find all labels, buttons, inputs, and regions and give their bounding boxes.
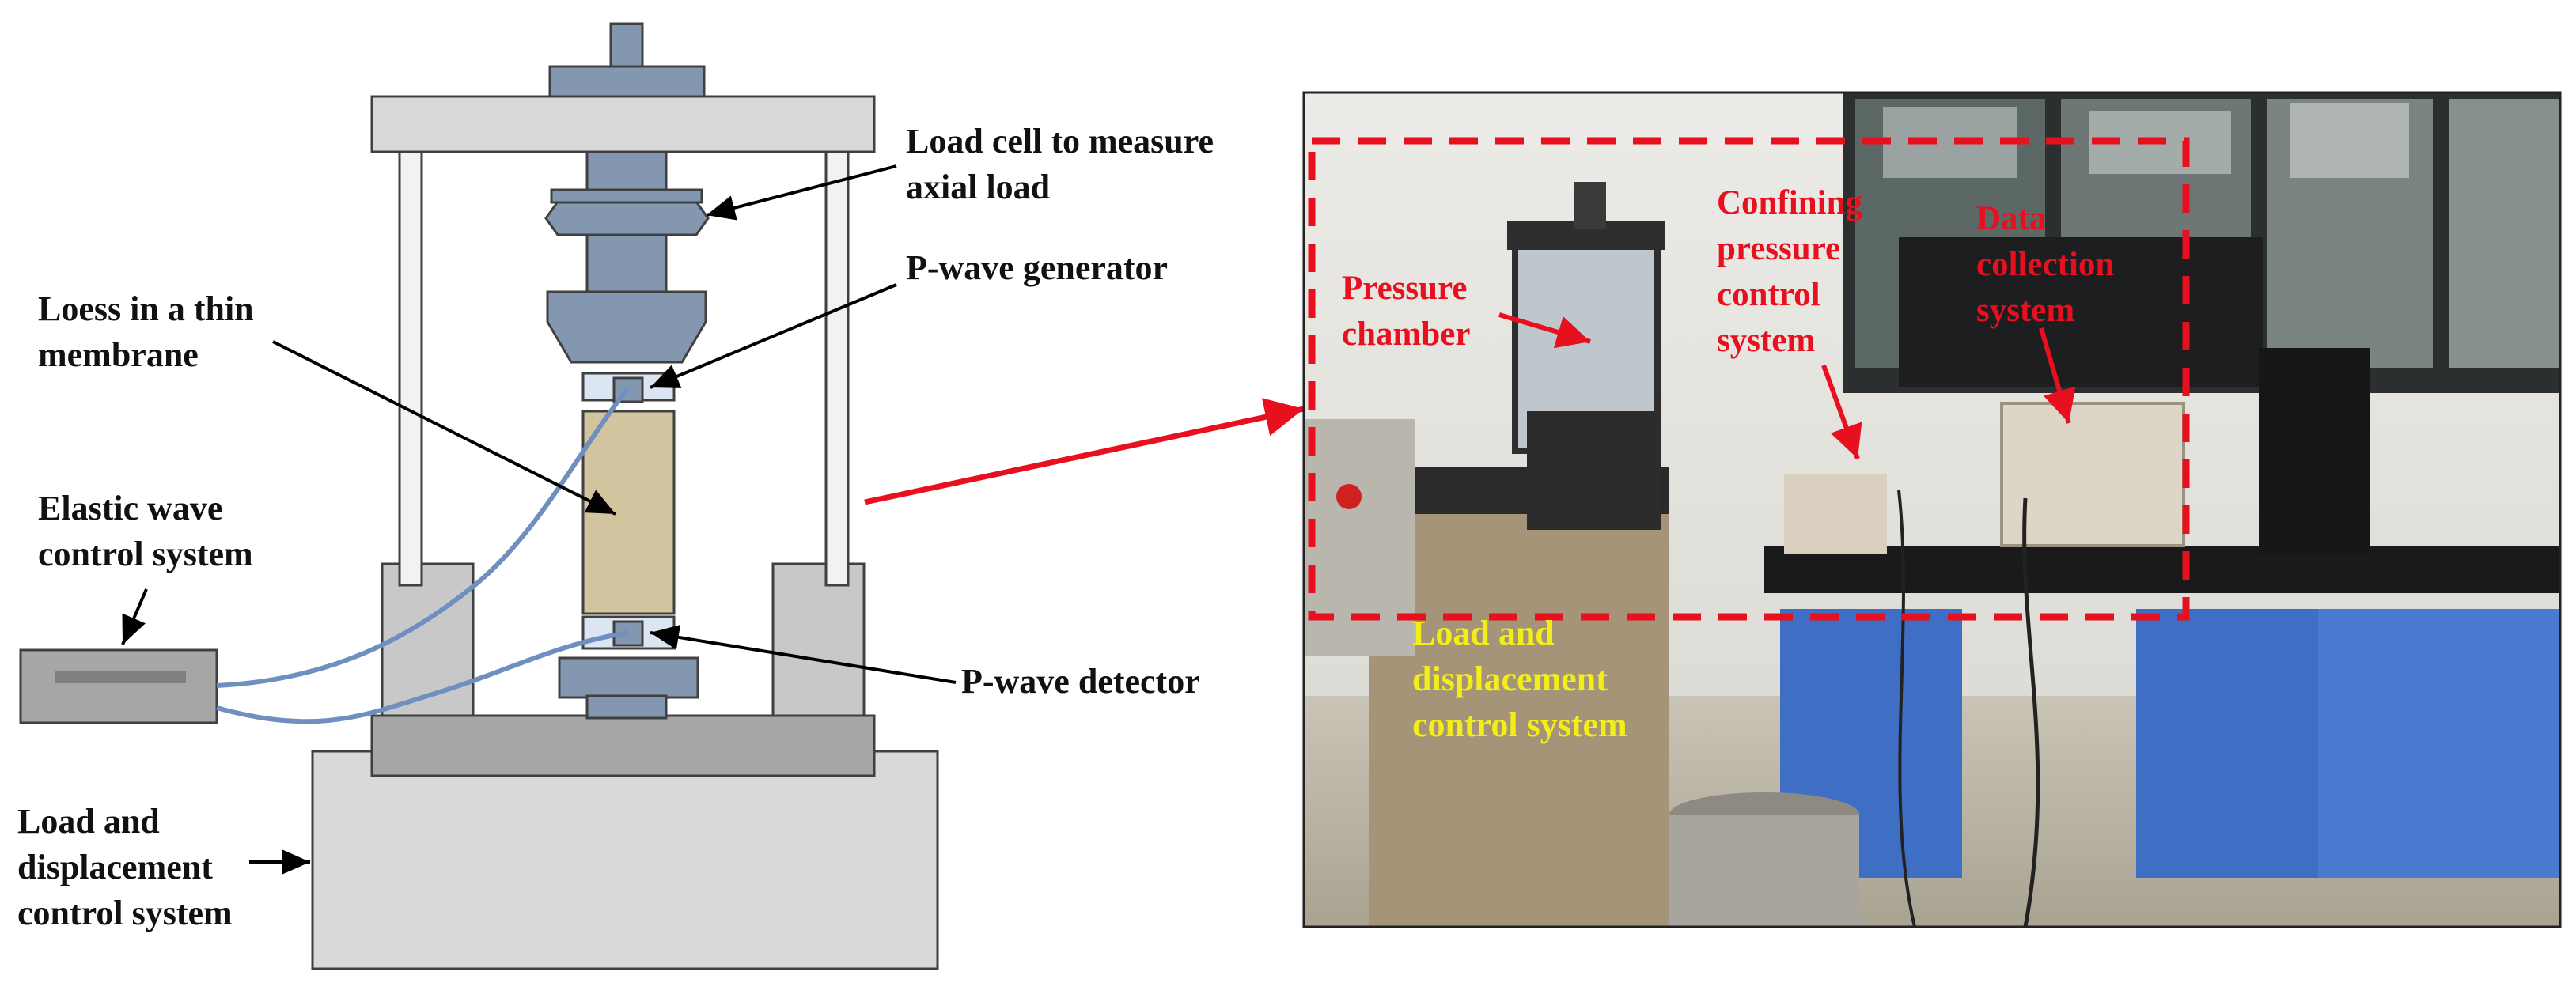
- label-elastic-wave-line-1: Elastic wave: [38, 489, 222, 527]
- top-cap: [548, 65, 706, 98]
- label-elastic-wave-line-2: control system: [38, 535, 253, 573]
- label-confining-pressure: Confining pressure control system: [1717, 184, 1863, 359]
- label-pressure-chamber: Pressure chamber: [1342, 270, 1470, 353]
- label-p-wave-generator-line-1: P-wave generator: [906, 248, 1168, 287]
- label-pressure-chamber-line-2: chamber: [1342, 316, 1470, 353]
- arrow-p-wave-generator: [650, 283, 897, 389]
- load-stem-1: [585, 150, 668, 193]
- connector-arrow: [864, 398, 1305, 505]
- label-load-displacement-photo: Load and displacement control system: [1412, 614, 1627, 744]
- label-p-wave-detector: P-wave detector: [961, 662, 1200, 701]
- monitor: [1899, 237, 2263, 387]
- arrow-load-cell: [706, 164, 897, 221]
- load-cell-lip: [550, 188, 703, 204]
- label-confining-pressure-line-3: control: [1717, 276, 1820, 313]
- base-block: [311, 750, 939, 970]
- label-loess-line-2: membrane: [38, 335, 199, 374]
- arrow-p-wave-detector: [650, 625, 957, 684]
- label-load-cell: Load cell to measure axial load: [906, 122, 1214, 206]
- elastic-wave-box: [19, 648, 218, 724]
- cable-to-detector: [216, 630, 629, 724]
- right-support: [771, 562, 866, 717]
- label-load-displacement-photo-line-2: displacement: [1412, 660, 1608, 698]
- label-p-wave-detector-line-1: P-wave detector: [961, 662, 1200, 701]
- left-pillar: [398, 141, 423, 587]
- right-pillar: [824, 141, 850, 587]
- arrow-pressure-chamber: [1498, 312, 1591, 349]
- dashed-highlight-box: [1308, 137, 2190, 621]
- top-crossbeam: [370, 95, 876, 153]
- lab-photo: Pressure chamber Confining pressure control…: [1302, 91, 2562, 928]
- arrow-loess: [272, 340, 616, 516]
- label-data-collection-line-3: system: [1976, 292, 2074, 329]
- label-load-displacement-photo-line-3: control system: [1412, 705, 1627, 744]
- pedestal-stem: [585, 694, 668, 720]
- label-data-collection-line-2: collection: [1976, 246, 2114, 283]
- load-cell: [544, 200, 710, 236]
- label-load-displacement-schematic-line-3: control system: [17, 894, 233, 932]
- label-data-collection-line-1: Data: [1976, 200, 2046, 237]
- loess-specimen: [581, 410, 676, 615]
- arrow-elastic-wave: [121, 588, 148, 645]
- pressure-pumps: [1784, 474, 1887, 554]
- loading-piston: [546, 290, 707, 364]
- label-p-wave-generator: P-wave generator: [906, 248, 1168, 287]
- label-confining-pressure-line-4: system: [1717, 322, 1815, 359]
- label-pressure-chamber-line-1: Pressure: [1342, 270, 1467, 307]
- loading-cabinet: [1369, 490, 1669, 927]
- arrow-confining-pressure: [1821, 364, 1862, 460]
- lab-bench: [1764, 546, 2560, 593]
- label-loess-line-1: Loess in a thin: [38, 289, 254, 328]
- label-load-displacement-schematic: Load and displacement control system: [17, 802, 233, 932]
- label-loess: Loess in a thin membrane: [38, 289, 254, 374]
- pedestal-disc: [558, 656, 699, 699]
- label-load-cell-line-1: Load cell to measure: [906, 122, 1214, 161]
- label-confining-pressure-line-1: Confining: [1717, 184, 1863, 221]
- cable-to-generator: [216, 387, 630, 688]
- photo-frame: [1302, 91, 2562, 928]
- arrow-data-collection: [2039, 327, 2076, 424]
- label-load-cell-line-2: axial load: [906, 168, 1050, 206]
- label-load-displacement-schematic-line-2: displacement: [17, 848, 213, 886]
- label-data-collection: Data collection system: [1976, 200, 2114, 329]
- schematic: Load cell to measure axial load P-wave ge…: [17, 22, 1214, 970]
- load-stem-2: [585, 233, 668, 293]
- label-confining-pressure-line-2: pressure: [1717, 230, 1840, 267]
- label-load-displacement-photo-line-1: Load and: [1412, 614, 1555, 652]
- elastic-wave-slot: [55, 671, 186, 683]
- base-plate: [370, 714, 876, 777]
- label-load-displacement-schematic-line-1: Load and: [17, 802, 160, 841]
- label-elastic-wave: Elastic wave control system: [38, 489, 253, 573]
- data-units: [2000, 402, 2185, 547]
